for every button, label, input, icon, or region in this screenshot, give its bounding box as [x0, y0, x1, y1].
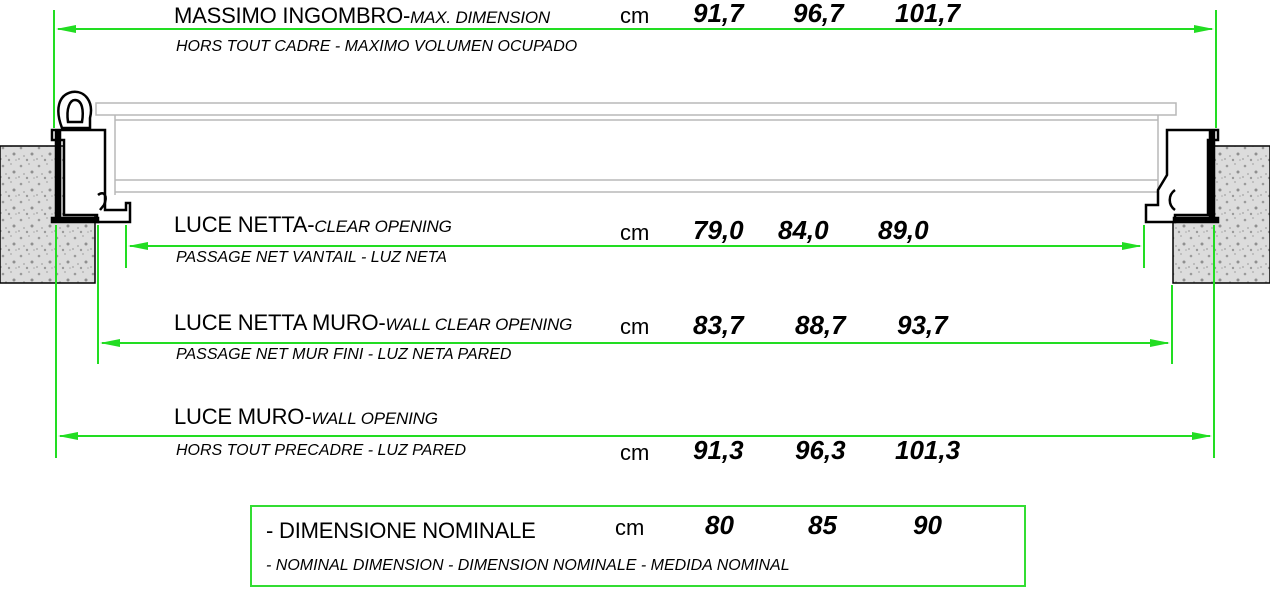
wall-clear-opening-value-1: 83,7 [693, 310, 744, 340]
wall-opening-unit: cm [620, 440, 650, 465]
clear-opening-title-en: CLEAR OPENING [314, 217, 452, 236]
clear-opening-value-1: 79,0 [693, 215, 744, 245]
nominal-value-3: 90 [913, 510, 942, 540]
max-dimension-title: MASSIMO INGOMBRO-MAX. DIMENSION [174, 3, 550, 28]
right-frame-profile [1144, 128, 1220, 224]
nominal-value-2: 85 [808, 510, 837, 540]
max-dimension-value-1: 91,7 [693, 0, 744, 28]
max-dimension-value-3: 101,7 [895, 0, 961, 28]
nominal-subtitle: - NOMINAL DIMENSION - DIMENSION NOMINALE… [266, 557, 790, 574]
max-dimension-unit: cm [620, 3, 650, 28]
wall-opening-value-1: 91,3 [693, 435, 744, 465]
nominal-unit: cm [615, 515, 645, 540]
max-dimension-subtitle: HORS TOUT CADRE - MAXIMO VOLUMEN OCUPADO [176, 38, 578, 55]
clear-opening-value-2: 84,0 [778, 215, 829, 245]
dimension-lines [53, 10, 1217, 458]
max-dimension-title-en: MAX. DIMENSION [410, 8, 550, 27]
wall-opening-title: LUCE MURO-WALL OPENING [174, 404, 438, 429]
clear-opening-value-3: 89,0 [878, 215, 929, 245]
wall-opening-title-en: WALL OPENING [311, 409, 438, 428]
left-frame-profile [50, 90, 132, 224]
wall-clear-opening-value-3: 93,7 [897, 310, 948, 340]
nominal-value-1: 80 [705, 510, 734, 540]
clear-opening-subtitle: PASSAGE NET VANTAIL - LUZ NETA [176, 249, 447, 266]
wall-clear-opening-title-en: WALL CLEAR OPENING [385, 315, 573, 334]
clear-opening-title: LUCE NETTA-CLEAR OPENING [174, 212, 452, 237]
wall-clear-opening-unit: cm [620, 314, 650, 339]
wall-clear-opening-title: LUCE NETTA MURO-WALL CLEAR OPENING [174, 310, 573, 335]
max-dimension-value-2: 96,7 [793, 0, 844, 28]
wall-clear-opening-value-2: 88,7 [795, 310, 846, 340]
nominal-title: - DIMENSIONE NOMINALE [266, 518, 536, 543]
door-leaf [95, 102, 1177, 195]
wall-opening-value-3: 101,3 [895, 435, 961, 465]
wall-opening-subtitle: HORS TOUT PRECADRE - LUZ PARED [176, 442, 467, 459]
nominal-dimension-box [250, 505, 1026, 587]
wall-clear-opening-subtitle: PASSAGE NET MUR FINI - LUZ NETA PARED [176, 346, 512, 363]
clear-opening-unit: cm [620, 220, 650, 245]
wall-opening-value-2: 96,3 [795, 435, 846, 465]
